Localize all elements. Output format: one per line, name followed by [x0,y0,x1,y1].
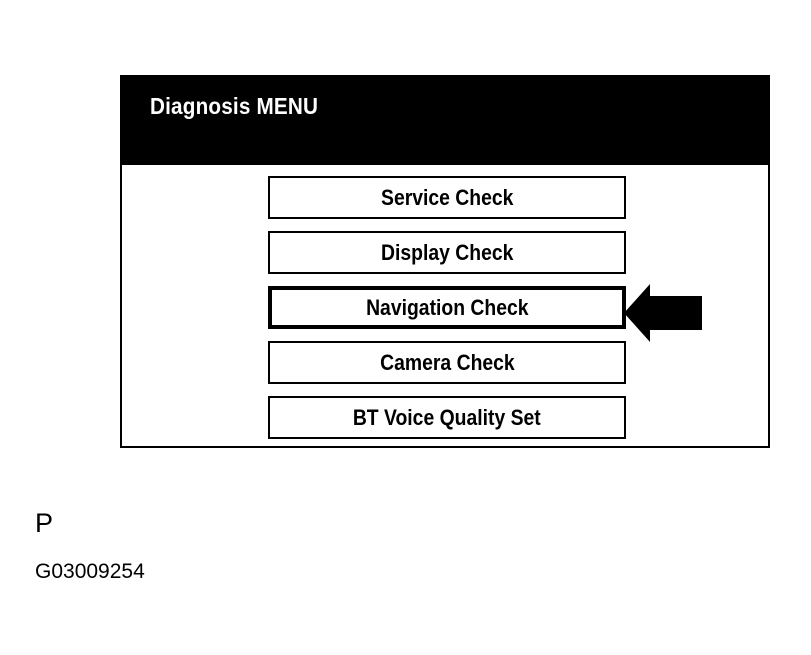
bt-voice-quality-set-button[interactable]: BT Voice Quality Set [268,396,626,439]
figure-code: G03009254 [35,560,145,583]
screen-header: Diagnosis MENU [122,77,768,165]
camera-check-button[interactable]: Camera Check [268,341,626,384]
menu-item-label: Camera Check [379,349,515,375]
menu-item-label: BT Voice Quality Set [353,404,541,430]
left-arrow-icon [624,284,702,342]
menu-item-label: Navigation Check [365,294,529,320]
display-check-button[interactable]: Display Check [268,231,626,274]
service-check-button[interactable]: Service Check [268,176,626,219]
menu-item-label: Display Check [380,239,514,265]
screen-title: Diagnosis MENU [150,93,319,119]
navigation-check-button[interactable]: Navigation Check [268,286,626,329]
menu-item-label: Service Check [380,184,514,210]
diagnosis-menu-screen: Diagnosis MENU Service Check Display Che… [120,75,770,448]
figure-letter: P [35,508,54,538]
